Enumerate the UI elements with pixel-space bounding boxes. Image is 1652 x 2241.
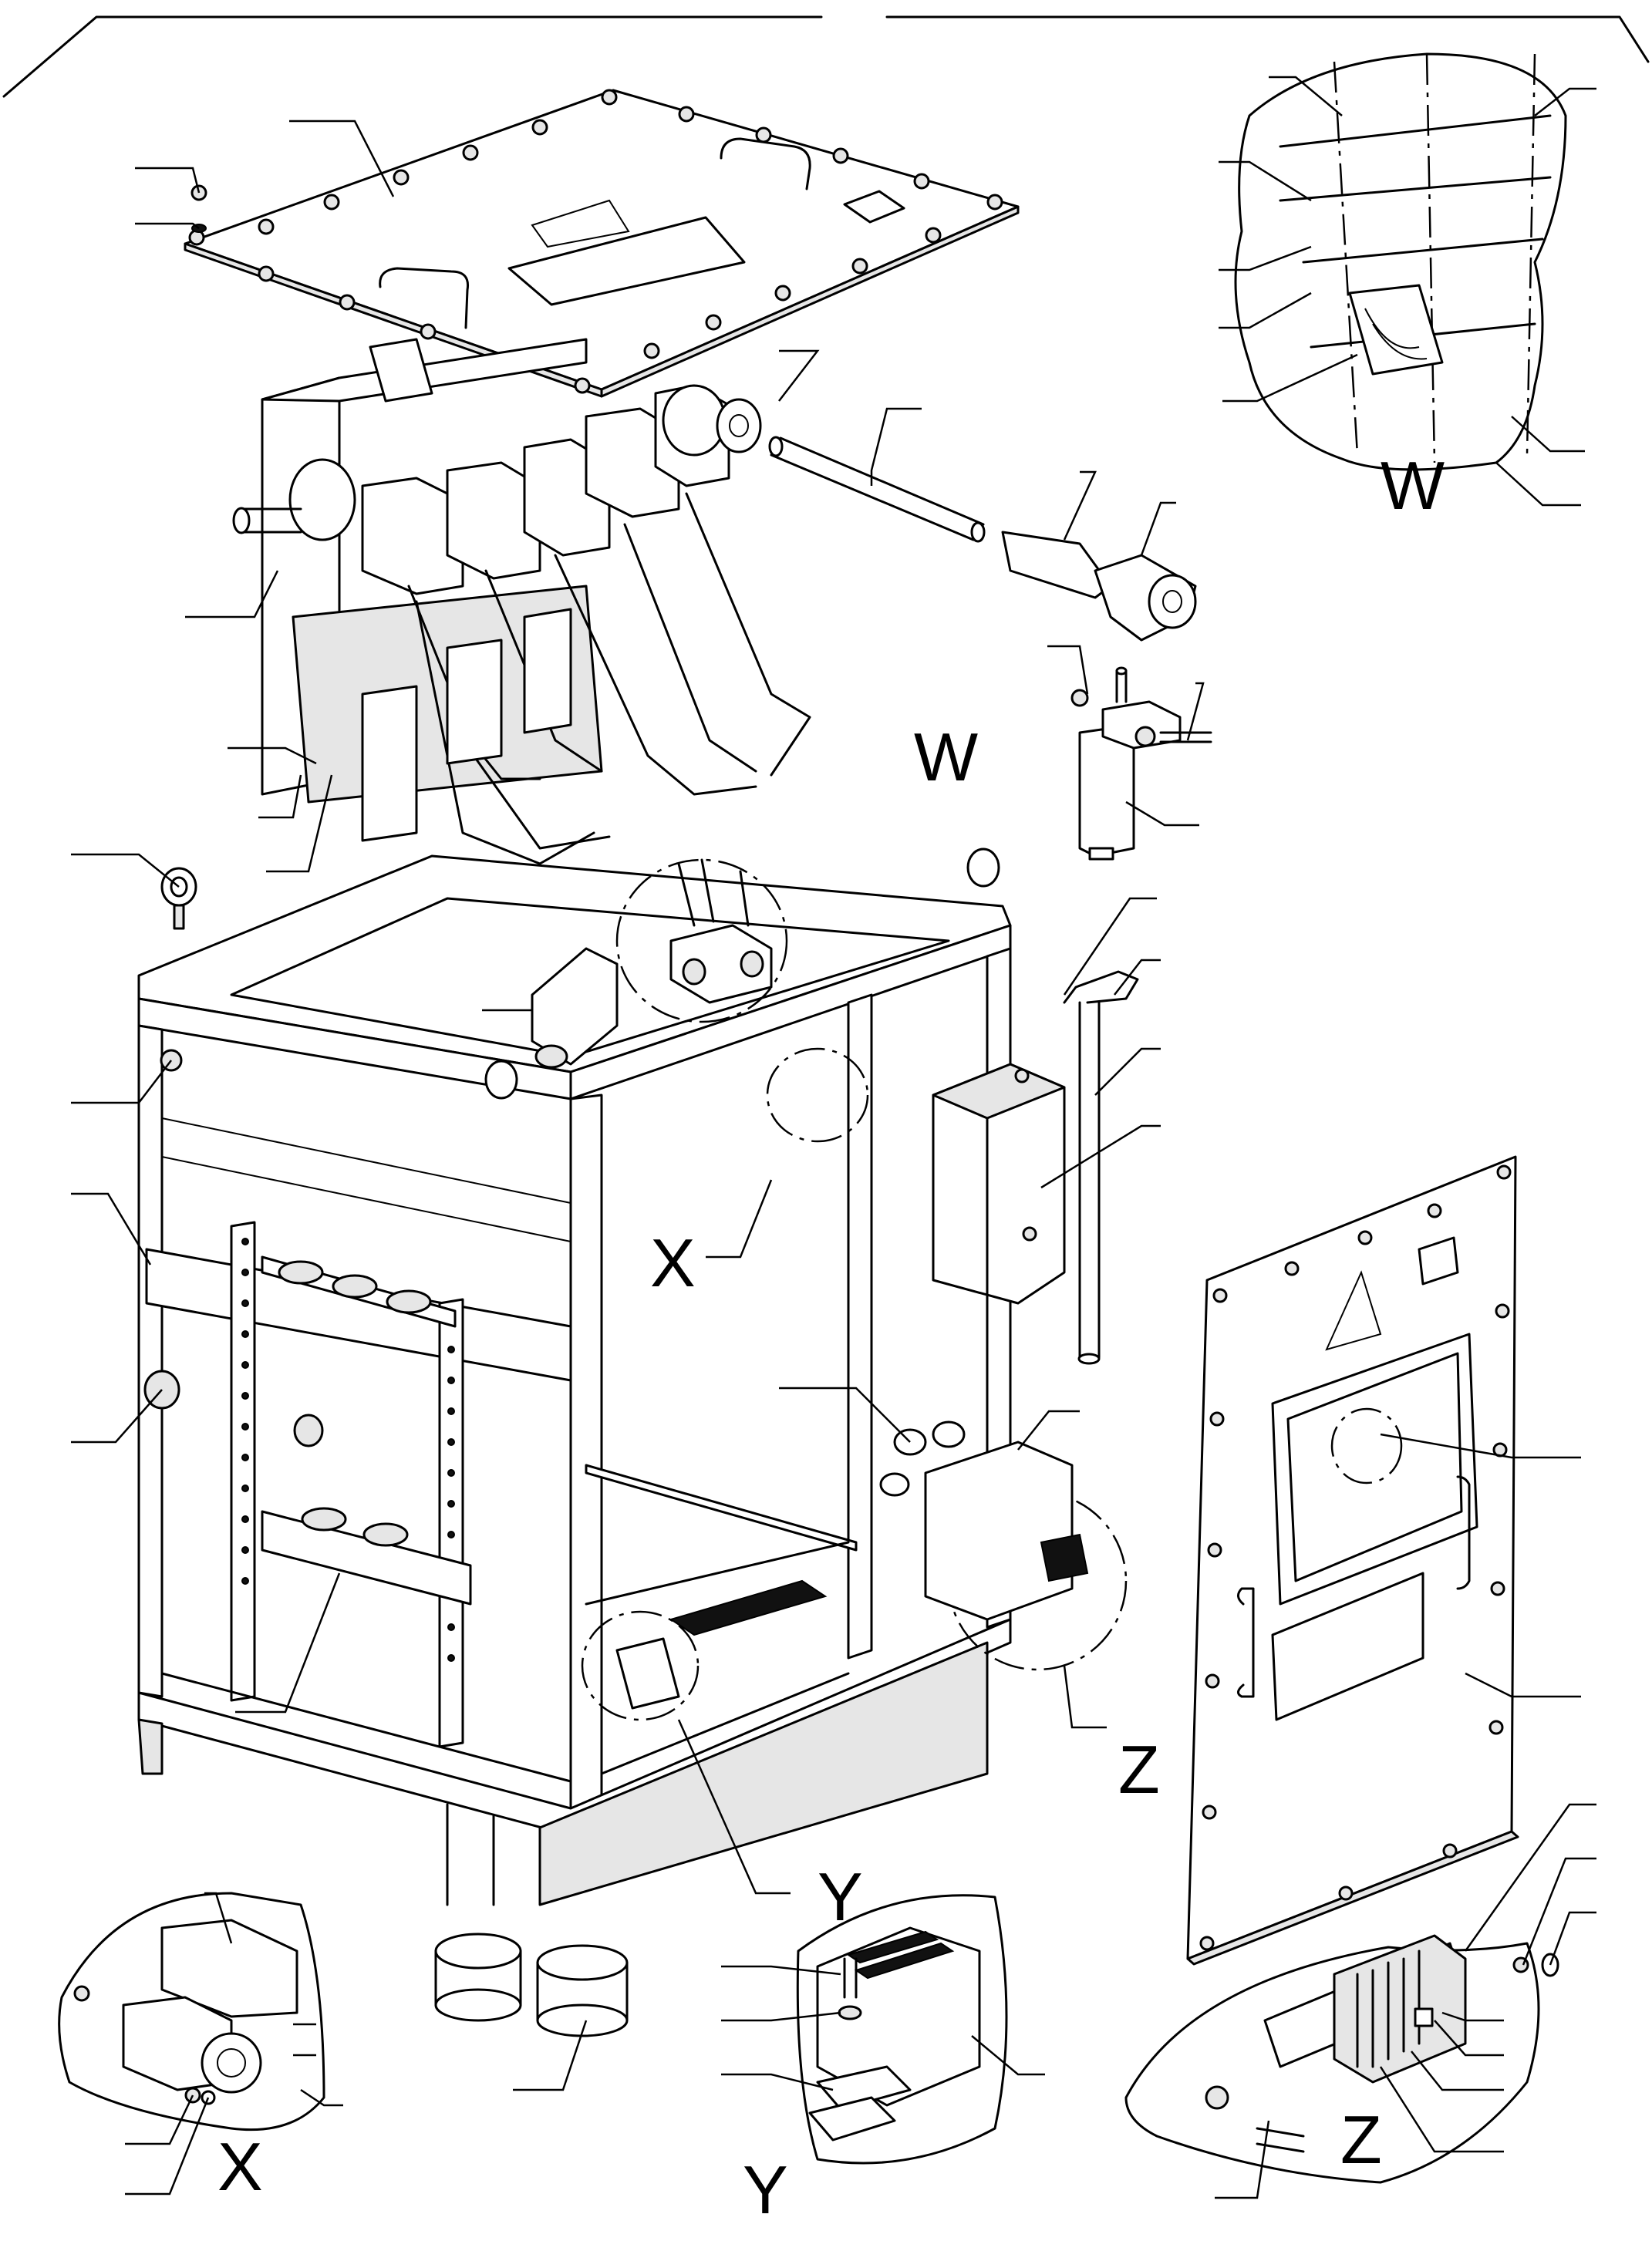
door-screws bbox=[1199, 1164, 1512, 1951]
detail-y bbox=[796, 1894, 1008, 2165]
door-handle-left bbox=[1237, 1587, 1255, 1698]
callout-z-label: Z bbox=[1118, 1731, 1160, 1808]
callout-y-label: Y bbox=[818, 1859, 863, 1935]
control-unit-center bbox=[531, 947, 619, 1069]
fuse-holder-rails bbox=[143, 1255, 472, 1606]
motor-operator bbox=[1070, 666, 1212, 861]
detail-x bbox=[58, 1892, 325, 2131]
operating-handle-lever bbox=[1063, 970, 1139, 1365]
lifting-eye-bolts bbox=[160, 848, 1000, 1100]
top-cover-plate bbox=[184, 89, 1020, 398]
door-access-plate bbox=[1418, 1236, 1459, 1286]
frame-border bbox=[2, 15, 1650, 98]
w-detail-parts-in-frame bbox=[669, 858, 773, 1004]
door-handle-right bbox=[1456, 1475, 1471, 1590]
cover-handle-right bbox=[720, 137, 811, 190]
detail-z-label: Z bbox=[1340, 2101, 1382, 2178]
bearing-pulley bbox=[662, 384, 762, 457]
detail-labels: W W X Z Y X Y Z bbox=[217, 447, 1445, 2228]
switch-mechanism bbox=[232, 338, 811, 865]
callout-w-label: W bbox=[914, 719, 978, 795]
door-warning-triangle-icon bbox=[1325, 1270, 1382, 1351]
door-label-plate bbox=[1271, 1572, 1424, 1721]
terminal-enclosure-box bbox=[932, 1063, 1066, 1305]
warning-triangle-icon bbox=[531, 199, 630, 248]
base-foot-cylinders bbox=[434, 1803, 629, 2037]
valves-on-frame bbox=[879, 1420, 966, 1497]
cover-nuts bbox=[188, 89, 1003, 394]
frame-rivet-dots bbox=[241, 1238, 455, 1662]
front-door-panel bbox=[1186, 1155, 1519, 1966]
coupling-and-handle-bracket bbox=[1001, 531, 1197, 642]
detail-w bbox=[1234, 52, 1567, 471]
detail-w-label: W bbox=[1381, 447, 1445, 524]
main-frame bbox=[137, 854, 1012, 1906]
drive-shaft bbox=[768, 436, 986, 543]
callout-x-label: X bbox=[650, 1225, 696, 1301]
cover-handle-left bbox=[379, 267, 470, 329]
detail-y-label: Y bbox=[743, 2152, 788, 2228]
cover-access-plate bbox=[843, 190, 905, 224]
leader-lines bbox=[71, 76, 1596, 2199]
heatsink-module bbox=[615, 1579, 828, 1710]
detail-x-label: X bbox=[217, 2128, 263, 2205]
nameplate bbox=[507, 216, 746, 306]
z-relay-unit-on-frame bbox=[924, 1441, 1089, 1621]
door-window-frame bbox=[1271, 1333, 1478, 1606]
